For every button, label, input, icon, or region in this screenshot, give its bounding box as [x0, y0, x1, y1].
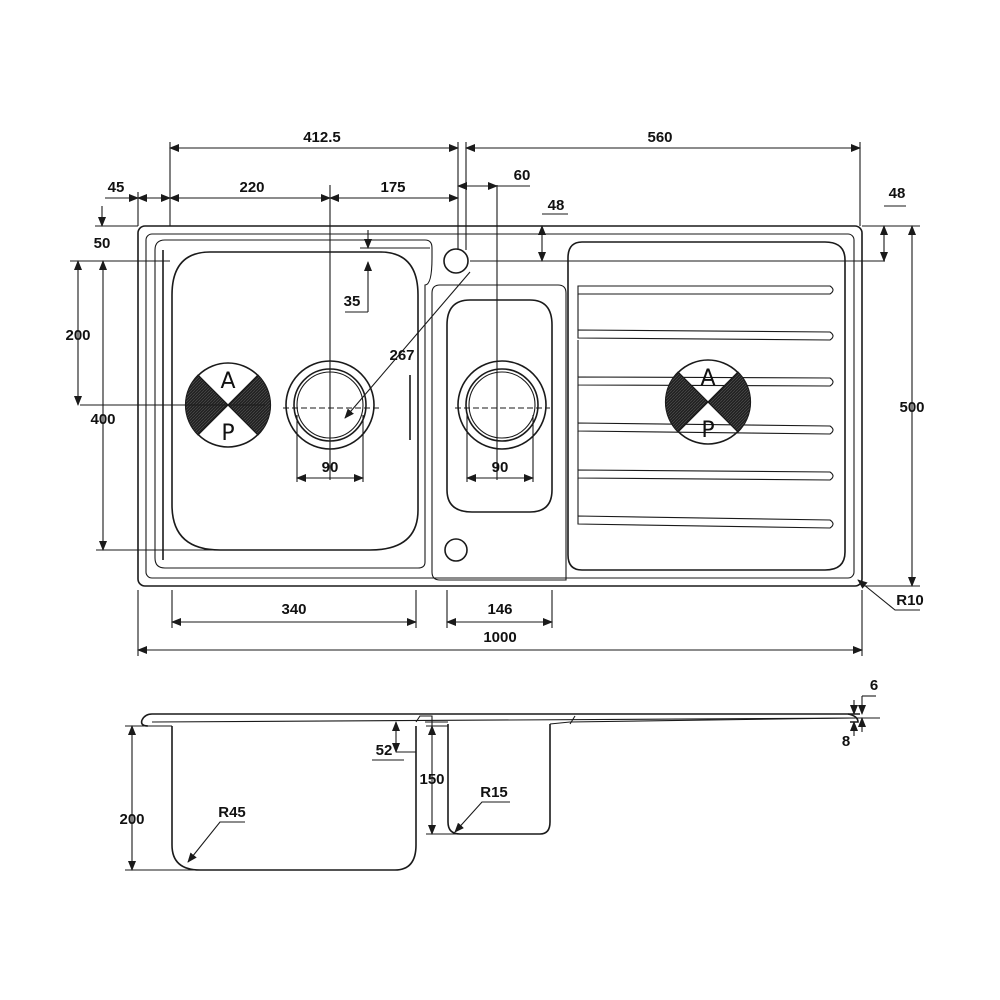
dim-60: 60 [514, 167, 531, 184]
ap-right-p: P [701, 418, 714, 443]
dim-267: 267 [389, 347, 414, 364]
sink-inner-rim [145, 233, 855, 579]
dim-r45: R45 [218, 804, 246, 821]
dim-400: 400 [90, 411, 115, 428]
drainer-area [567, 241, 846, 571]
centre-lines [80, 185, 550, 480]
dim-r10: R10 [896, 592, 924, 609]
plan-view: A P A P 412.5 560 [65, 129, 925, 656]
sink-outer-outline [137, 225, 863, 587]
small-bowl [446, 299, 553, 513]
dim-150: 150 [419, 771, 444, 788]
dim-220: 220 [239, 179, 264, 196]
dim-50: 50 [94, 235, 111, 252]
dim-35: 35 [344, 293, 361, 310]
dim-r15: R15 [480, 784, 508, 801]
dim-8: 8 [842, 733, 850, 750]
dim-500: 500 [899, 399, 924, 416]
dim-200: 200 [65, 327, 90, 344]
ap-right-a: A [700, 366, 715, 391]
section-view: 200 R45 52 150 R15 6 8 [119, 677, 880, 871]
dim-412-5: 412.5 [303, 129, 341, 146]
dim-340: 340 [281, 601, 306, 618]
ap-symbol-right: A P [664, 359, 752, 445]
dim-200-section: 200 [119, 811, 144, 828]
ap-left-a: A [220, 369, 235, 394]
left-bowl-rim [154, 239, 433, 569]
dim-1000: 1000 [483, 629, 516, 646]
dim-6: 6 [870, 677, 878, 694]
section-small-bowl [447, 724, 551, 835]
section-left-bowl [171, 726, 417, 871]
dim-52: 52 [376, 742, 393, 759]
dim-560: 560 [647, 129, 672, 146]
dim-146: 146 [487, 601, 512, 618]
dim-175: 175 [380, 179, 405, 196]
section-deck [141, 713, 860, 721]
drainer-grooves [577, 285, 834, 529]
dim-48-right: 48 [889, 185, 906, 202]
accessory-hole [444, 538, 468, 562]
small-bowl-rim [431, 284, 567, 581]
ap-left-p: P [221, 421, 234, 446]
right-waste-outlet [457, 360, 547, 450]
dim-45: 45 [108, 179, 125, 196]
dim-48-top: 48 [548, 197, 565, 214]
left-bowl [171, 251, 419, 551]
dim-90-left: 90 [322, 459, 339, 476]
tap-hole [443, 248, 469, 274]
dim-90-right: 90 [492, 459, 509, 476]
